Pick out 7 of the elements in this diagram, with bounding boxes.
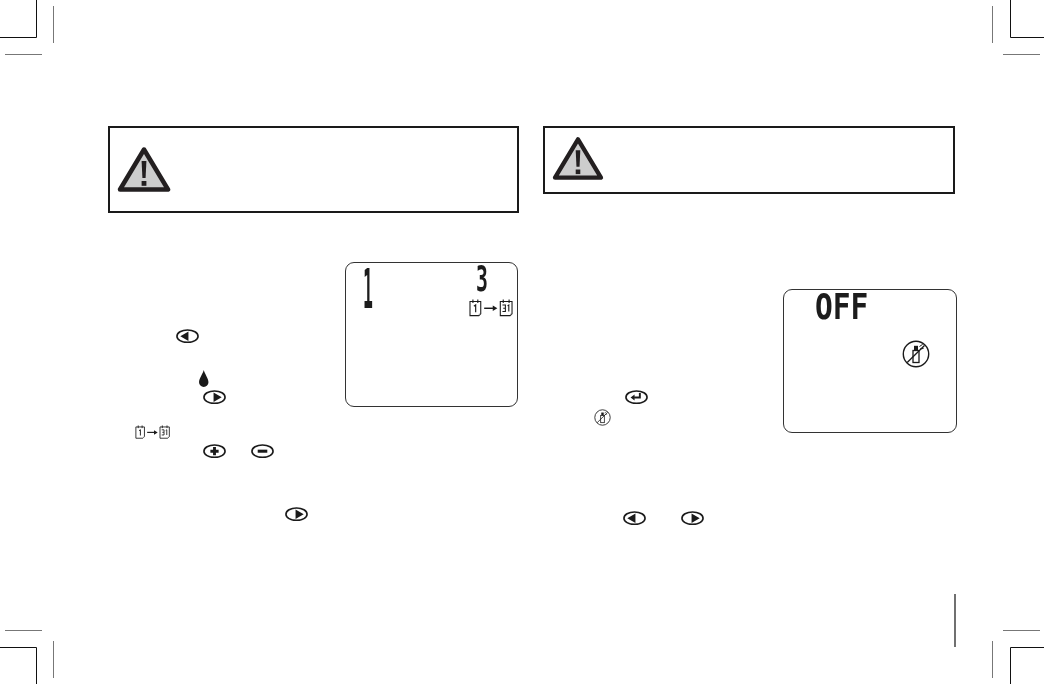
lcd-readout: OFF xyxy=(814,293,868,322)
lcd-display xyxy=(345,262,518,407)
warning-panel xyxy=(108,126,519,213)
lcd-digit: 3 xyxy=(475,265,488,294)
lcd-digit: 1 xyxy=(362,266,373,311)
warning-panel xyxy=(543,126,955,194)
lcd-display xyxy=(783,289,957,433)
